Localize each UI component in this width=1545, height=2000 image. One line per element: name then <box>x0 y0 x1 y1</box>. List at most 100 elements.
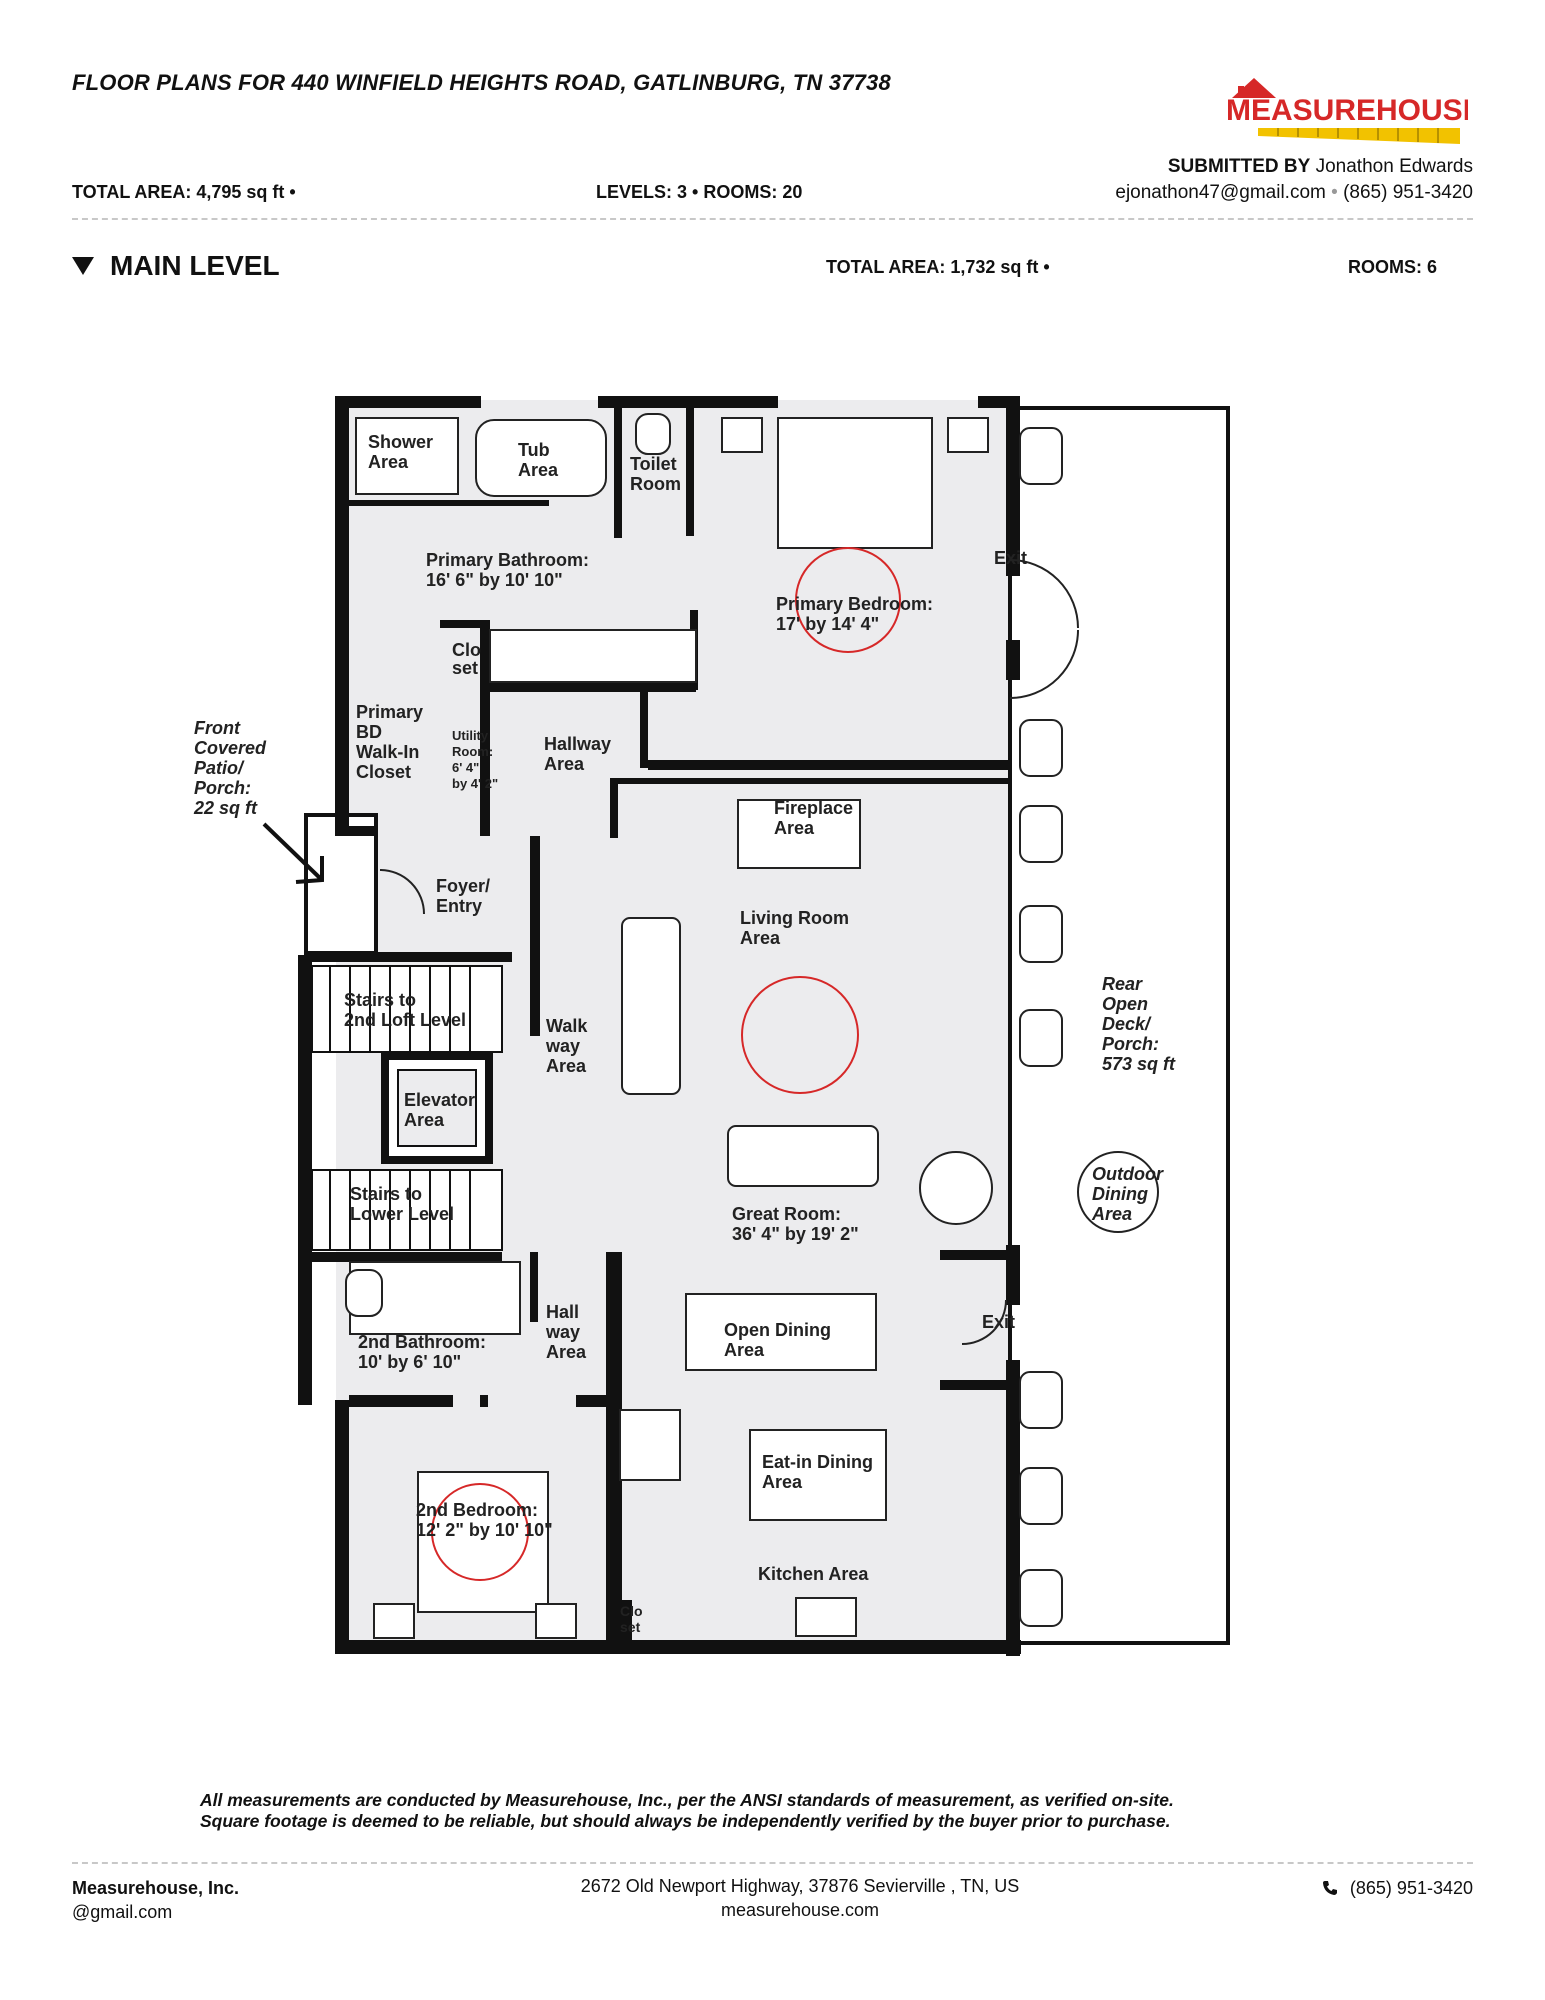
label-primary-bath: Primary Bathroom: <box>426 550 589 570</box>
svg-text:Foyer/Entry: Foyer/Entry <box>436 876 490 916</box>
total-area: TOTAL AREA: 4,795 sq ft • <box>72 182 296 202</box>
company-email[interactable]: @gmail.com <box>72 1902 173 1922</box>
kitchen-island-icon <box>749 1429 887 1521</box>
stove-icon <box>795 1597 857 1637</box>
svg-text:Primary Bathroom:16' 6" by 10': Primary Bathroom:16' 6" by 10' 10" <box>426 550 589 590</box>
submitter-phone[interactable]: (865) 951-3420 <box>1343 182 1473 203</box>
stairs-up <box>311 965 503 1053</box>
svg-text:2nd Bedroom:12' 2" by 10' 10": 2nd Bedroom:12' 2" by 10' 10" <box>416 1500 553 1540</box>
label-rear-deck: Rear <box>1102 974 1143 994</box>
submitted-by: SUBMITTED BY Jonathon Edwards <box>1168 156 1473 178</box>
svg-text:2nd Bathroom:10' by 6' 10": 2nd Bathroom:10' by 6' 10" <box>358 1332 486 1372</box>
compass-marks <box>431 547 901 1581</box>
label-open-dining: Open Dining <box>724 1320 831 1340</box>
svg-text:Closet: Closet <box>620 1603 643 1635</box>
level-name: MAIN LEVEL <box>110 250 280 281</box>
footer-phone[interactable]: (865) 951-3420 <box>1322 1876 1473 1900</box>
label-eatin: Eat-in Dining <box>762 1452 873 1472</box>
nightstand <box>535 1603 577 1639</box>
fireplace-icon <box>737 799 861 869</box>
label-stairs-down: Stairs to <box>350 1184 422 1204</box>
door-swings <box>379 559 1079 1345</box>
bed-icon <box>417 1471 549 1613</box>
label-foyer: Foyer/ <box>436 876 490 896</box>
label-living: Living Room <box>740 908 849 928</box>
entry-arrow-icon <box>262 822 324 884</box>
levels-rooms: LEVELS: 3 • ROOMS: 20 <box>596 182 803 202</box>
toilet-icon <box>635 413 671 455</box>
disclaimer: All measurements are conducted by Measur… <box>200 1790 1350 1832</box>
label-stairs-up: Stairs to <box>344 990 416 1010</box>
nightstand <box>721 417 763 453</box>
website-link[interactable]: measurehouse.com <box>720 1900 880 1920</box>
label-great-room: Great Room: <box>732 1204 841 1224</box>
label-front-patio: Front <box>194 718 241 738</box>
shower-pan <box>355 417 459 495</box>
label-walkway: Walk <box>546 1016 588 1036</box>
bed-icon <box>777 417 933 549</box>
label-closet-top: Clo <box>452 640 481 660</box>
footer-address: 2672 Old Newport Highway, 37876 Seviervi… <box>540 1874 1060 1922</box>
svg-text:Primary Bedroom:17' by 14' 4": Primary Bedroom:17' by 14' 4" <box>776 594 933 634</box>
svg-text:Great Room:36' 4" by 19' 2": Great Room:36' 4" by 19' 2" <box>732 1204 859 1244</box>
disclaimer-line: Square footage is deemed to be reliable,… <box>200 1811 1171 1831</box>
address-text: 2672 Old Newport Highway, 37876 Seviervi… <box>580 1876 1020 1896</box>
label-shower: Shower <box>368 432 433 452</box>
label-elevator: Elevator <box>404 1090 475 1110</box>
label-hall2: Hall <box>546 1302 579 1322</box>
nightstand <box>373 1603 415 1639</box>
round-table-icon <box>919 1151 993 1225</box>
footer-company: Measurehouse, Inc. @gmail.com <box>72 1876 239 1924</box>
elevator-car <box>397 1069 477 1147</box>
divider <box>72 218 1473 220</box>
sofa-icon <box>727 1125 879 1187</box>
toilet-icon <box>345 1269 383 1317</box>
label-bedroom2: 2nd Bedroom: <box>416 1500 538 1520</box>
collapse-triangle-icon[interactable] <box>72 257 94 275</box>
label-toilet-room: Toilet <box>630 454 677 474</box>
phone-icon <box>1322 1881 1337 1895</box>
submitter-email[interactable]: ejonathon47@gmail.com <box>1115 182 1326 203</box>
footer-phone-number: (865) 951-3420 <box>1349 1878 1473 1898</box>
logo-text: MEASUREHOUSE <box>1226 94 1468 127</box>
footer-divider <box>72 1862 1473 1864</box>
contact-line: ejonathon47@gmail.com • (865) 951-3420 <box>1115 182 1473 203</box>
label-walkin: Primary <box>356 702 423 722</box>
walls <box>298 396 1021 1656</box>
freezer-icon <box>619 1409 681 1481</box>
sofa-icon <box>621 917 681 1095</box>
stairs-down <box>311 1169 503 1251</box>
label-fireplace: Fireplace <box>774 798 853 818</box>
level-total-area: TOTAL AREA: 1,732 sq ft • <box>826 257 1050 277</box>
label-outdoor-dining: Outdoor <box>1092 1164 1164 1184</box>
bathtub <box>475 419 607 497</box>
label-closet-bottom: Clo <box>620 1603 643 1619</box>
deck-chairs <box>1019 427 1159 1627</box>
submitted-by-label: SUBMITTED BY <box>1167 156 1311 177</box>
label-kitchen: Kitchen Area <box>758 1564 869 1584</box>
measurehouse-logo: MEASUREHOUSE <box>1218 70 1483 150</box>
page-title: FLOOR PLANS FOR 440 WINFIELD HEIGHTS ROA… <box>72 70 891 95</box>
submitter-name: Jonathon Edwards <box>1315 156 1473 177</box>
label-utility: Utility <box>452 728 489 743</box>
company-name: Measurehouse, Inc. <box>72 1878 240 1898</box>
vanity <box>489 629 697 683</box>
label-primary-bedroom: Primary Bedroom: <box>776 594 933 614</box>
label-hallway: Hallway <box>544 734 611 754</box>
level-heading: MAIN LEVEL <box>72 250 280 282</box>
